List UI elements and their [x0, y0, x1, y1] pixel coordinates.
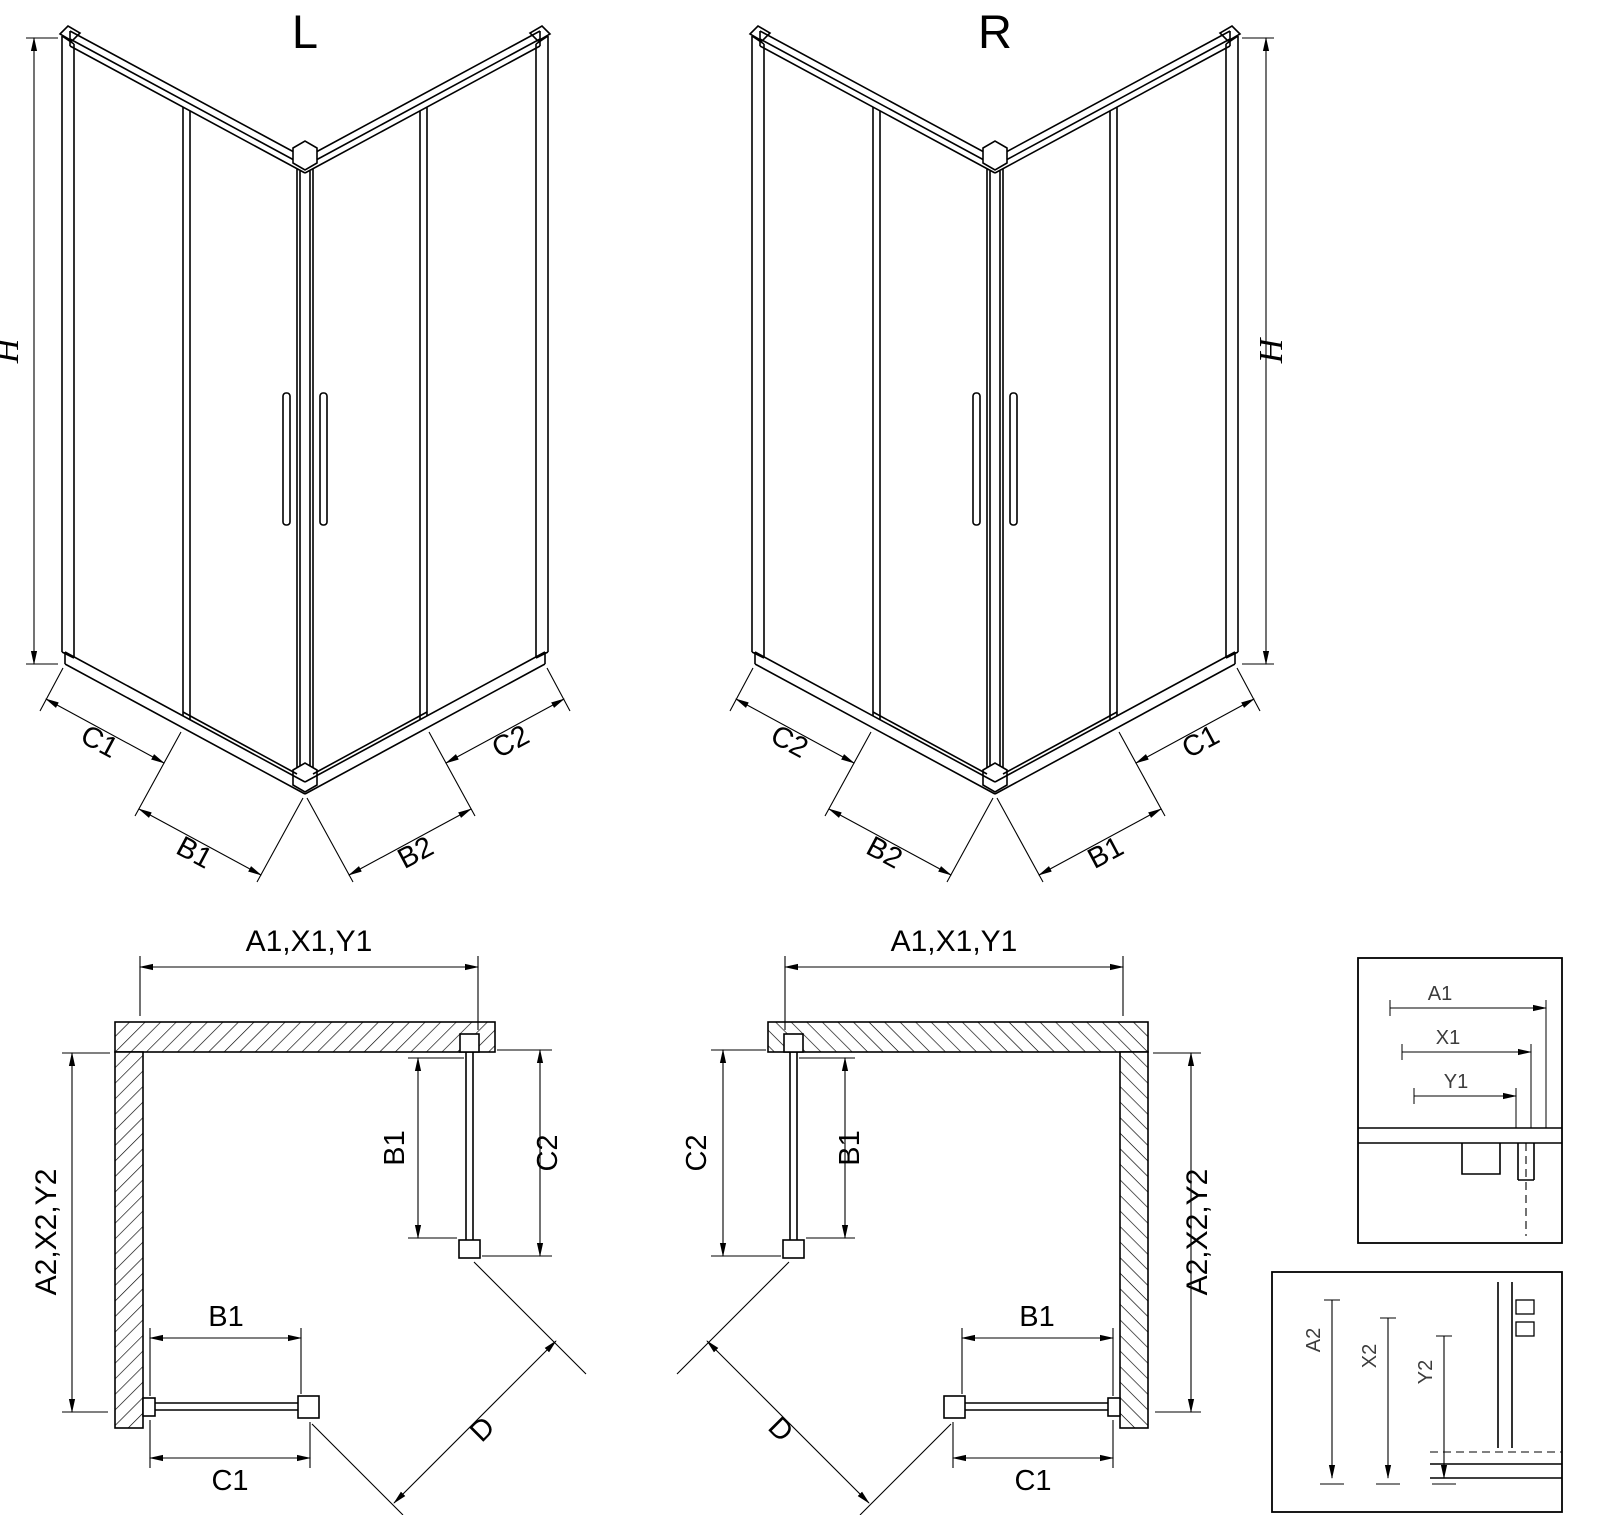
- detail-depth-dim-lines: [1328, 1300, 1448, 1479]
- detail-width-label-y1: Y1: [1444, 1071, 1468, 1093]
- plan-left-dim-label-top: A1,X1,Y1: [246, 925, 373, 958]
- plan-left-dim-label-b1h: B1: [208, 1301, 243, 1333]
- plan-left-structure: [62, 956, 586, 1515]
- detail-width-label-a1: A1: [1428, 983, 1452, 1005]
- detail-width-frame: [1357, 957, 1563, 1244]
- plan-view-left: A1,X1,Y1 A2,X2,Y2 B1 C2 B1 C1 D: [30, 925, 586, 1515]
- detail-depth-label-y2: Y2: [1415, 1360, 1437, 1384]
- plan-right-dim-label-side: A2,X2,Y2: [1181, 1169, 1214, 1296]
- detail-depth-profile-2: [1515, 1321, 1535, 1337]
- plan-right-structure: [677, 956, 1201, 1515]
- plan-right-dim-label-top: A1,X1,Y1: [891, 925, 1018, 958]
- plan-right-dim-label-c2: C2: [681, 1134, 713, 1171]
- detail-width-wall-section: [1358, 1127, 1562, 1181]
- iso-view-left: L H C1 B1 B2 C2: [0, 5, 570, 882]
- iso-right-dim-label-b1: B1: [1083, 831, 1129, 876]
- plan-left-dim-label-b1v: B1: [379, 1130, 411, 1165]
- plan-right-dim-label-b1h: B1: [1019, 1301, 1054, 1333]
- iso-right-dim-label-c1: C1: [1177, 719, 1225, 765]
- iso-left-dim-label-b1: B1: [171, 831, 217, 876]
- detail-depth-profile-1: [1515, 1299, 1535, 1315]
- detail-width-dim-lines: [1390, 1004, 1547, 1100]
- plan-right-dim-label-d: D: [762, 1411, 799, 1448]
- detail-view-depth: A2 X2 Y2: [1271, 1271, 1563, 1513]
- detail-depth-label-a2: A2: [1303, 1328, 1325, 1352]
- detail-depth-label-x2: X2: [1359, 1344, 1381, 1368]
- plan-left-dim-label-c2: C2: [532, 1134, 564, 1171]
- detail-view-width: A1 X1 Y1: [1357, 957, 1563, 1244]
- iso-left-dim-label-c2: C2: [487, 719, 535, 765]
- plan-left-dim-label-d: D: [464, 1411, 501, 1448]
- plan-left-dim-label-side: A2,X2,Y2: [30, 1169, 63, 1296]
- iso-left-title: L: [292, 5, 318, 58]
- iso-left-dim-label-h: H: [0, 336, 26, 364]
- iso-view-right: R H C2 B2 B1 C1: [730, 5, 1290, 882]
- detail-depth-glass-section: [1430, 1282, 1562, 1479]
- plan-right-dim-label-c1: C1: [1014, 1465, 1051, 1497]
- plan-view-right: A1,X1,Y1 A2,X2,Y2 B1 C2 B1 C1 D: [677, 925, 1214, 1515]
- plan-right-dim-label-b1v: B1: [834, 1130, 866, 1165]
- iso-left-dim-label-c1: C1: [75, 719, 123, 765]
- detail-width-label-x1: X1: [1436, 1027, 1460, 1049]
- detail-depth-frame: [1271, 1271, 1563, 1513]
- iso-left-dim-label-b2: B2: [393, 831, 439, 876]
- iso-right-title: R: [978, 5, 1012, 58]
- iso-right-dim-label-b2: B2: [861, 831, 907, 876]
- iso-right-dim-label-c2: C2: [765, 719, 813, 765]
- plan-left-dim-label-c1: C1: [211, 1465, 248, 1497]
- iso-right-dim-label-h: H: [1253, 336, 1290, 364]
